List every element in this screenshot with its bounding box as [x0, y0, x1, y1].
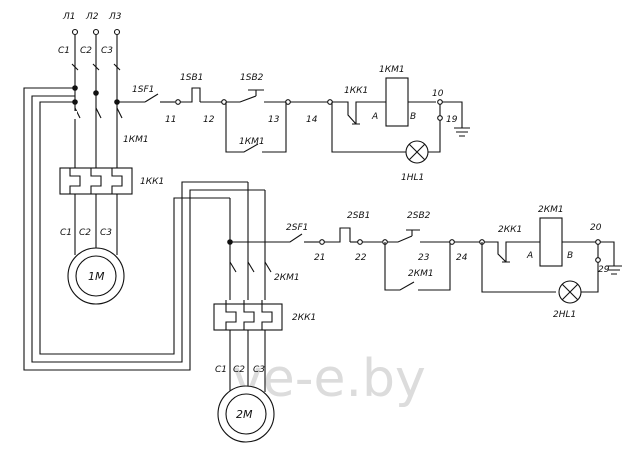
motor-1-core-1: С1: [60, 228, 72, 238]
thermal-relay-2kk1: [213, 303, 283, 331]
coil-2km1: [539, 217, 563, 267]
thermal-relay-2kk1-label: 2КК1: [292, 313, 316, 323]
motor-2-core-1: С1: [215, 365, 227, 375]
node-22-label: 22: [355, 253, 367, 263]
hold-contact-2km1-label: 2КМ1: [408, 269, 434, 279]
coil-2-terminal-a: А: [526, 251, 533, 261]
phase-label-3: Л3: [108, 12, 122, 22]
phase-label-1: Л1: [62, 12, 76, 22]
relay-contact-2kk1-label: 2КК1: [498, 225, 522, 235]
motor-2-core-2: С2: [233, 365, 245, 375]
supply-core-label-3: С3: [101, 46, 113, 56]
motor-2-label: 2М: [236, 408, 253, 421]
motor-1-branch: 1КМ1 1КК1 С1 С2 С3 1М: [59, 125, 164, 305]
node-23-label: 23: [418, 253, 430, 263]
supply-core-label-2: С2: [80, 46, 92, 56]
start-button-2sb2-label: 2SB2: [407, 211, 431, 221]
lamp-1hl1-label: 1HL1: [401, 173, 424, 183]
node-12-label: 12: [203, 115, 215, 125]
start-button-1sb2-label: 1SB2: [240, 73, 264, 83]
node-20-label: 20: [590, 223, 602, 233]
contactor-1km1-label: 1КМ1: [123, 135, 149, 145]
phase-label-2: Л2: [85, 12, 99, 22]
node-10-label: 10: [432, 89, 444, 99]
node-21-label: 21: [314, 253, 325, 263]
control-circuit-1: 1SF1 11 1SB1 12 1SB2 13 1КМ1 14 1КК1 1КМ…: [117, 65, 470, 183]
relay-contact-1kk1-label: 1КК1: [344, 86, 368, 96]
contactor-2km1-label: 2КМ1: [274, 273, 300, 283]
node-dot-b: [93, 90, 99, 96]
coil-2-terminal-b: В: [567, 251, 573, 261]
switch-2sf1-label: 2SF1: [286, 223, 308, 233]
coil-1km1: [385, 77, 409, 127]
lamp-2hl1-label: 2HL1: [553, 310, 576, 320]
motor-1-core-3: С3: [100, 228, 112, 238]
stop-button-1sb1-label: 1SB1: [180, 73, 203, 83]
supply-core-label-1: С1: [58, 46, 70, 56]
motor-1-label: 1М: [88, 270, 105, 283]
thermal-relay-1kk1: [59, 167, 133, 195]
motor-2-core-3: С3: [253, 365, 265, 375]
motor-2-branch: 2КМ1 2КК1 С1 С2 С3 2М: [213, 242, 316, 443]
motor-1-core-2: С2: [79, 228, 91, 238]
coil-1km1-label: 1КМ1: [379, 65, 405, 75]
supply-terminal-1: [71, 28, 79, 36]
node-11-label: 11: [165, 115, 176, 125]
supply-terminal-2: [92, 28, 100, 36]
thermal-relay-1kk1-label: 1КК1: [140, 177, 164, 187]
node-24-label: 24: [456, 253, 468, 263]
supply-terminals: Л1 Л2 Л3 С1 С2 С3: [58, 12, 122, 56]
node-13-label: 13: [268, 115, 280, 125]
coil-1-terminal-b: В: [410, 112, 416, 122]
phase-wires: [71, 35, 123, 125]
coil-1-terminal-a: А: [371, 112, 378, 122]
supply-terminal-3: [113, 28, 121, 36]
bus-wires: [23, 87, 266, 371]
node-29-label: 29: [598, 265, 610, 275]
switch-1sf1-label: 1SF1: [132, 85, 154, 95]
hold-contact-1km1-label: 1КМ1: [239, 137, 265, 147]
stop-button-2sb1-label: 2SB1: [347, 211, 370, 221]
coil-2km1-label: 2КМ1: [538, 205, 564, 215]
node-14-label: 14: [306, 115, 318, 125]
node-19-label: 19: [446, 115, 458, 125]
control-circuit-2: 2SF1 21 2SB1 22 2SB2 23 2КМ1 24 2КК1 2КМ…: [230, 205, 622, 320]
